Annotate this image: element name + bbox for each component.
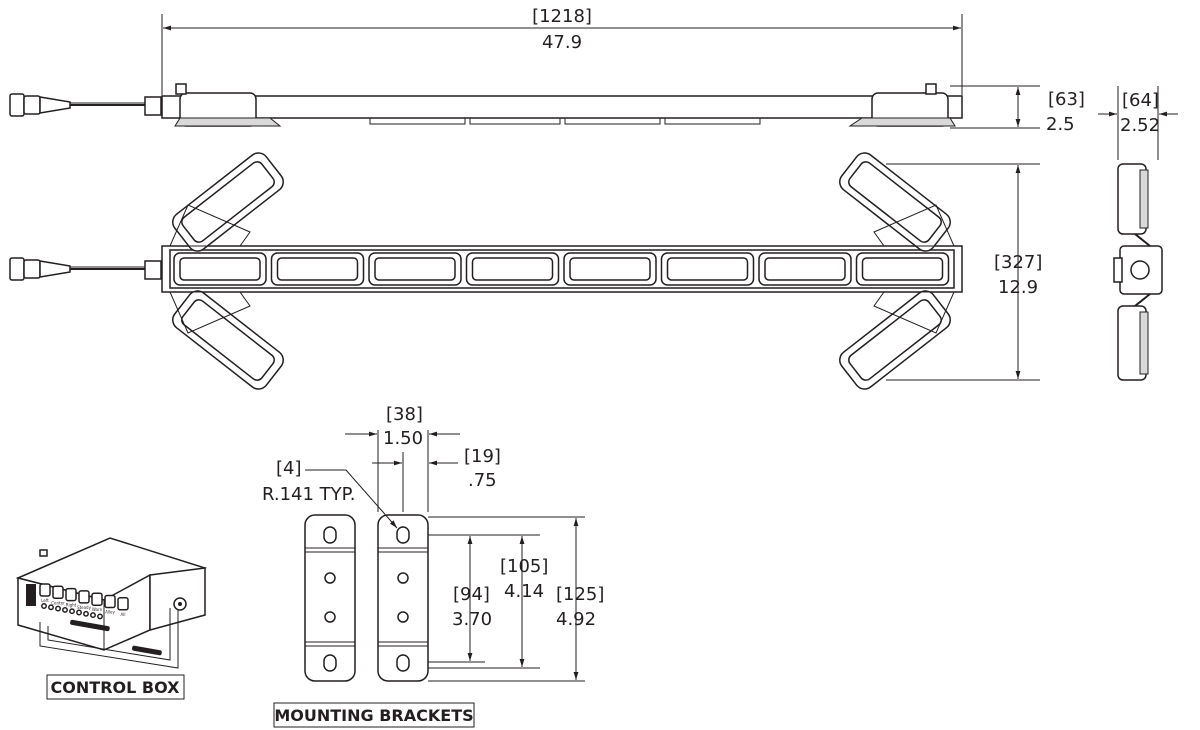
height-in: 2.5: [1046, 114, 1075, 135]
led-indicator: [83, 610, 89, 617]
overall-length-mm: [1218]: [532, 6, 592, 27]
control-box-label: CONTROL BOX: [51, 678, 181, 697]
led-indicator: [55, 605, 61, 612]
light-bar-profile: [161, 83, 963, 127]
light-modules: [173, 252, 950, 286]
led-indicator: [41, 603, 47, 609]
plan-view: [327] 12.9: [9, 152, 1042, 390]
mounting-brackets-view: [38] 1.50 [19] .75 [4] R.141 TYP. [94] 3…: [262, 404, 604, 728]
wing-top-left: [172, 152, 284, 252]
top-profile-view: [1218] 47.9 [63] 2.5: [9, 6, 1085, 135]
led-indicator: [62, 606, 68, 613]
control-box-label-box: [46, 674, 185, 700]
light-module: [563, 252, 657, 286]
mounting-brackets-label-box: [273, 702, 475, 728]
bracket-offset-mm: [19]: [464, 446, 501, 467]
control-box-button-label: Right: [66, 603, 77, 608]
side-depth-mm: [64]: [1122, 90, 1159, 111]
height-mm: [63]: [1048, 89, 1085, 110]
mounting-bracket-right: [377, 514, 429, 682]
light-module: [465, 252, 560, 286]
control-box-button: Steady: [77, 590, 92, 610]
extended-width-mm: [327]: [994, 252, 1042, 273]
light-module: [758, 252, 852, 286]
cable-connector: [9, 93, 162, 117]
side-view: [64] 2.52: [1098, 86, 1178, 381]
side-depth-in: 2.52: [1120, 115, 1160, 136]
overall-length-in: 47.9: [542, 32, 582, 53]
bracket-width-mm: [38]: [386, 404, 423, 425]
light-module: [368, 252, 462, 286]
control-box-button: Center: [51, 585, 65, 605]
control-box-button-label: Alley: [105, 610, 115, 615]
mounting-bracket-left: [304, 514, 356, 682]
light-module: [660, 252, 755, 286]
led-indicator: [48, 604, 54, 611]
control-box-button: Alley: [104, 594, 116, 615]
control-box-button-label: Left: [41, 598, 49, 603]
bracket-length-in: 4.92: [556, 609, 596, 630]
control-box-button: Left: [39, 583, 51, 603]
led-indicator: [90, 612, 96, 619]
bracket-length-mm: [125]: [556, 584, 604, 605]
led-indicator: [97, 613, 103, 620]
control-box-button: Warn: [91, 592, 103, 612]
light-module: [855, 252, 950, 286]
control-box-button-label: Steady: [77, 605, 92, 610]
hole-radius-in: R.141 TYP.: [262, 484, 355, 505]
control-box-button-label: All: [121, 612, 126, 617]
led-indicator: [69, 608, 75, 615]
light-module: [270, 252, 365, 286]
wing-top-right: [839, 152, 951, 252]
control-box-button-label: Warn: [92, 607, 103, 612]
extended-width-in: 12.9: [998, 277, 1038, 298]
control-box-button: Right: [65, 587, 77, 608]
control-box-button-label: Center: [51, 600, 65, 605]
hole-spacing-b-mm: [105]: [500, 556, 548, 577]
hole-radius-mm: [4]: [276, 458, 302, 479]
mounting-brackets-label: MOUNTING BRACKETS: [274, 706, 473, 725]
control-box-button: All: [117, 597, 129, 617]
wing-bottom-left: [172, 290, 284, 390]
wing-bottom-right: [839, 290, 951, 390]
control-box-led-row: [41, 603, 103, 620]
light-module: [173, 252, 267, 286]
hole-spacing-a-mm: [94]: [453, 584, 490, 605]
hole-spacing-a-in: 3.70: [452, 609, 492, 630]
bracket-width-in: 1.50: [383, 428, 423, 449]
hole-spacing-b-in: 4.14: [504, 581, 544, 602]
led-indicator: [76, 609, 82, 616]
bracket-offset-in: .75: [468, 470, 497, 491]
